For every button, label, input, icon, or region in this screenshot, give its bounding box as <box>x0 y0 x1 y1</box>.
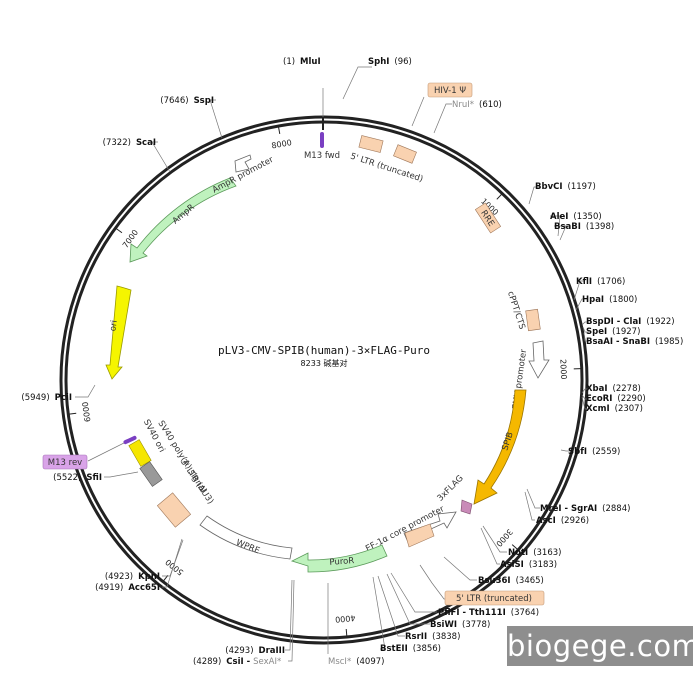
site-pcii: (5949)PciI <box>21 393 72 403</box>
scale-tick-label: 8000 <box>271 138 293 150</box>
site-kpni: (4923)KpnI <box>105 572 160 582</box>
tag-5-ltr-truncated: 5' LTR (truncated) <box>444 590 545 606</box>
site-sphi: SphI(96) <box>368 57 412 67</box>
scale-tick-label: 3000 <box>494 527 514 548</box>
svg-text:PuroR: PuroR <box>329 556 355 568</box>
site-sspi: (7646)SspI <box>160 96 214 106</box>
feature-cppt: cPPT/CTS <box>505 290 541 332</box>
site-msci: MscI*(4097) <box>328 657 384 667</box>
tag-m13-rev: M13 rev <box>42 454 88 470</box>
site-asci: AscI(2926) <box>536 516 589 526</box>
site-bsu36i: Bsu36I(3465) <box>478 576 544 586</box>
site-bsabi: BsaBI(1398) <box>554 222 614 232</box>
site-asisi: AsiSI(3183) <box>500 560 557 570</box>
site-xcmi: XcmI(2307) <box>586 404 643 414</box>
svg-text:HIV-1 Ψ: HIV-1 Ψ <box>434 86 466 96</box>
site-bsaai-snabi: BsaAI - SnaBI(1985) <box>586 337 683 347</box>
scale-tick-label: 4000 <box>335 613 356 624</box>
svg-text:EF-1α core promoter: EF-1α core promoter <box>364 504 446 554</box>
site-bsiwi: BsiWI(3778) <box>430 620 490 630</box>
site-rsrii: RsrII(3838) <box>405 632 460 642</box>
site-draiii: (4293)DraIII <box>225 646 285 656</box>
feature-puror: PuroR <box>290 544 388 573</box>
feature-spib: SPIB <box>473 389 527 505</box>
site-pflfi: PflFI - Tth111I(3764) <box>438 608 539 618</box>
site-xbai: XbaI(2278) <box>586 384 641 394</box>
site-labels: (1)MluI SphI(96) NruI*(610) BbvCI(1197) … <box>21 57 683 667</box>
feature-5-ltr: 5' LTR (truncated) <box>349 135 424 185</box>
scale-tick <box>496 193 503 200</box>
feature-m13rev <box>123 435 137 445</box>
watermark-logo: biogege.com <box>507 626 700 666</box>
svg-text:SV40 poly(A) signal: SV40 poly(A) signal <box>155 419 207 495</box>
site-ecori: EcoRI(2290) <box>586 394 646 404</box>
scale-tick-label: 5000 <box>164 557 186 577</box>
scale-tick <box>69 412 77 415</box>
feature-ori: ori <box>105 285 132 380</box>
site-hpai: HpaI(1800) <box>582 295 637 305</box>
site-sfii: (5522)SfiI <box>53 473 102 483</box>
site-bbvci: BbvCI(1197) <box>535 182 596 192</box>
tag-hiv1-psi: HIV-1 Ψ <box>427 82 473 98</box>
scale-tick <box>511 544 518 550</box>
site-mrei-sgrai: MreI - SgrAI(2884) <box>540 504 630 514</box>
site-scai: (7322)ScaI <box>103 138 156 148</box>
feature-m13fwd: M13 fwd <box>304 132 340 161</box>
feature-wpre: WPRE <box>199 515 293 560</box>
feature-tags: HIV-1 Ψ 5' LTR (truncated) M13 rev <box>42 82 545 606</box>
scale-tick <box>278 126 281 135</box>
site-kfli: KflI(1706) <box>576 277 625 287</box>
site-connectors <box>75 66 589 662</box>
feature-ampr-promoter: AmpR promoter <box>211 154 276 196</box>
plasmid-title: pLV3-CMV-SPIB(human)-3×FLAG-Puro <box>218 344 430 357</box>
site-csii-sexai: (4289)CsiI -SexAI* <box>193 657 281 667</box>
svg-text:M13 fwd: M13 fwd <box>304 151 340 161</box>
scale-tick <box>345 628 348 637</box>
site-bspdi-clai: BspDI - ClaI(1922) <box>586 317 675 327</box>
scale-tick-label: 6000 <box>81 401 93 422</box>
site-bsteii: BstEII(3856) <box>380 644 441 654</box>
site-spei: SpeI(1927) <box>586 327 640 337</box>
scale-tick-label: 7000 <box>121 228 140 250</box>
site-sbfi: SbfI(2559) <box>568 447 620 457</box>
site-mlui: (1)MluI <box>283 57 321 67</box>
svg-text:5' LTR (truncated): 5' LTR (truncated) <box>456 594 532 604</box>
plasmid-size: 8233 碱基对 <box>301 358 348 368</box>
scale-tick-label: 2000 <box>558 359 568 380</box>
svg-text:M13 rev: M13 rev <box>48 458 82 468</box>
site-noti: NotI(3163) <box>508 548 561 558</box>
scale-tick <box>116 228 123 234</box>
svg-text:ori: ori <box>108 320 119 332</box>
svg-text:3xFLAG: 3xFLAG <box>436 474 466 504</box>
site-acc65i: (4919)Acc65I <box>95 583 160 593</box>
site-alei: AleI(1350) <box>550 212 602 222</box>
site-nrui: NruI*(610) <box>452 100 502 110</box>
svg-text:cPPT/CTS: cPPT/CTS <box>505 290 527 331</box>
